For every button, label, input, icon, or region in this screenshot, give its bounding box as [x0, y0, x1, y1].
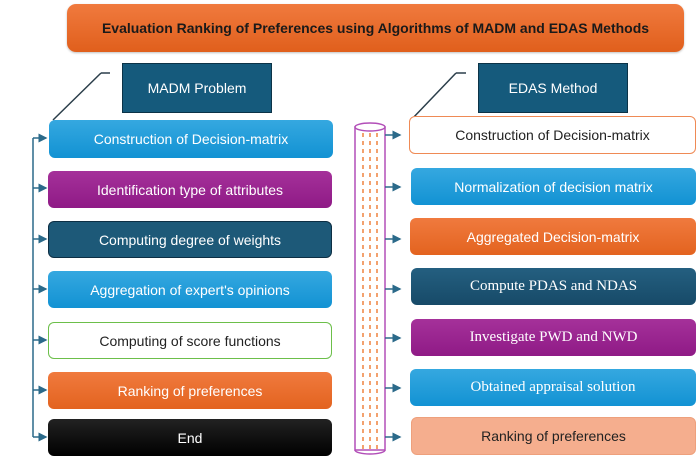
madm-step-identification: Identification type of attributes — [48, 171, 332, 208]
edas-step-aggregated: Aggregated Decision-matrix — [410, 218, 696, 255]
edas-method-header: EDAS Method — [478, 63, 628, 113]
edas-step-ranking: Ranking of preferences — [411, 417, 696, 455]
madm-leader-line-diag — [52, 72, 102, 121]
madm-step-aggregation: Aggregation of expert's opinions — [48, 271, 332, 308]
edas-step-pdas-ndas: Compute PDAS and NDAS — [411, 268, 696, 305]
madm-step-construction: Construction of Decision-matrix — [49, 120, 333, 158]
madm-step-ranking: Ranking of preferences — [48, 372, 332, 409]
madm-step-end: End — [48, 419, 332, 456]
edas-step-pwd-nwd: Investigate PWD and NWD — [411, 319, 696, 356]
edas-step-normalization: Normalization of decision matrix — [411, 168, 696, 205]
edas-flow-connectors — [385, 130, 402, 442]
madm-step-weights: Computing degree of weights — [48, 221, 332, 258]
madm-problem-header: MADM Problem — [122, 63, 272, 113]
edas-step-construction: Construction of Decision-matrix — [409, 116, 696, 154]
edas-step-appraisal: Obtained appraisal solution — [410, 369, 696, 406]
madm-flow-connectors — [32, 133, 48, 442]
madm-step-score-functions: Computing of score functions — [48, 322, 332, 359]
cylinder-icon — [354, 122, 386, 455]
diagram-title: Evaluation Ranking of Preferences using … — [67, 4, 684, 52]
edas-leader-line-diag — [410, 72, 457, 121]
